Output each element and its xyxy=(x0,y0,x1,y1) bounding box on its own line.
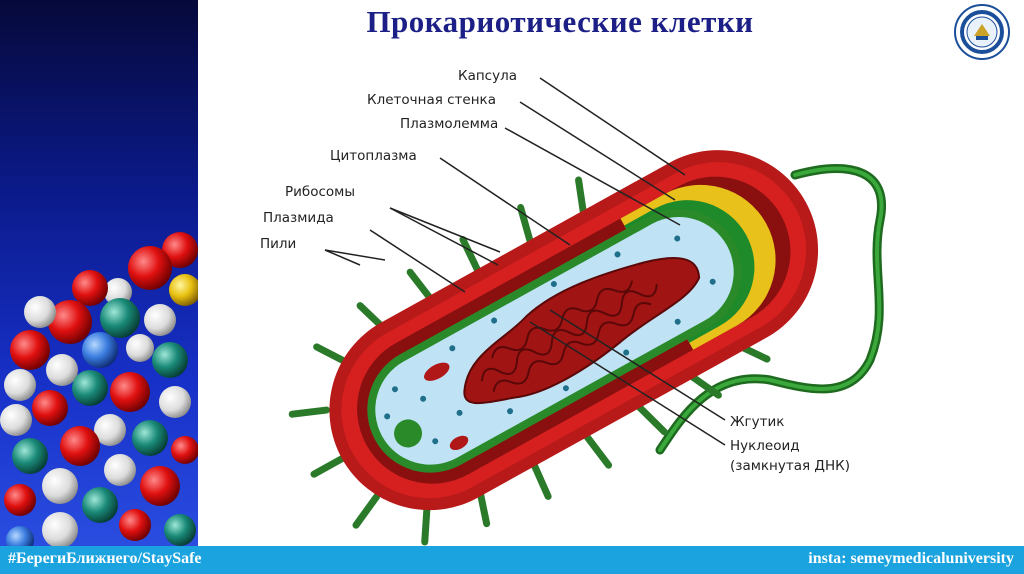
label-nucleoid: Нуклеоид xyxy=(730,438,800,454)
label-cytoplasm: Цитоплазма xyxy=(330,148,417,164)
decorative-side-panel xyxy=(0,0,198,546)
plasmid xyxy=(424,362,450,381)
label-cell-wall: Клеточная стенка xyxy=(367,92,496,108)
label-capsule: Капсула xyxy=(458,68,517,84)
pili xyxy=(288,176,771,546)
label-flagellum: Жгутик xyxy=(730,414,785,430)
leader-lines xyxy=(324,77,726,446)
cell-illustration xyxy=(288,77,886,546)
page-title: Прокариотические клетки xyxy=(366,4,754,39)
label-plasmid: Плазмида xyxy=(263,210,334,226)
label-pili: Пили xyxy=(260,236,297,252)
label-ribosomes: Рибосомы xyxy=(285,184,356,200)
footer-bar: #БерегиБлижнего/StaySafe insta: semeymed… xyxy=(0,546,1024,574)
university-logo xyxy=(954,4,1010,60)
prokaryotic-cell-diagram: Капсула Клеточная стенка Плазмолемма Цит… xyxy=(250,60,930,550)
footer-insta: insta: semeymedicaluniversity xyxy=(808,550,1014,567)
footer-hashtag: #БерегиБлижнего/StaySafe xyxy=(8,550,202,567)
label-nucleoid-note: (замкнутая ДНК) xyxy=(730,458,850,474)
ribosomes xyxy=(384,235,716,445)
label-plasmalemma: Плазмолемма xyxy=(400,116,499,132)
seal-icon xyxy=(954,4,1010,60)
molecule-illustration xyxy=(0,0,198,546)
